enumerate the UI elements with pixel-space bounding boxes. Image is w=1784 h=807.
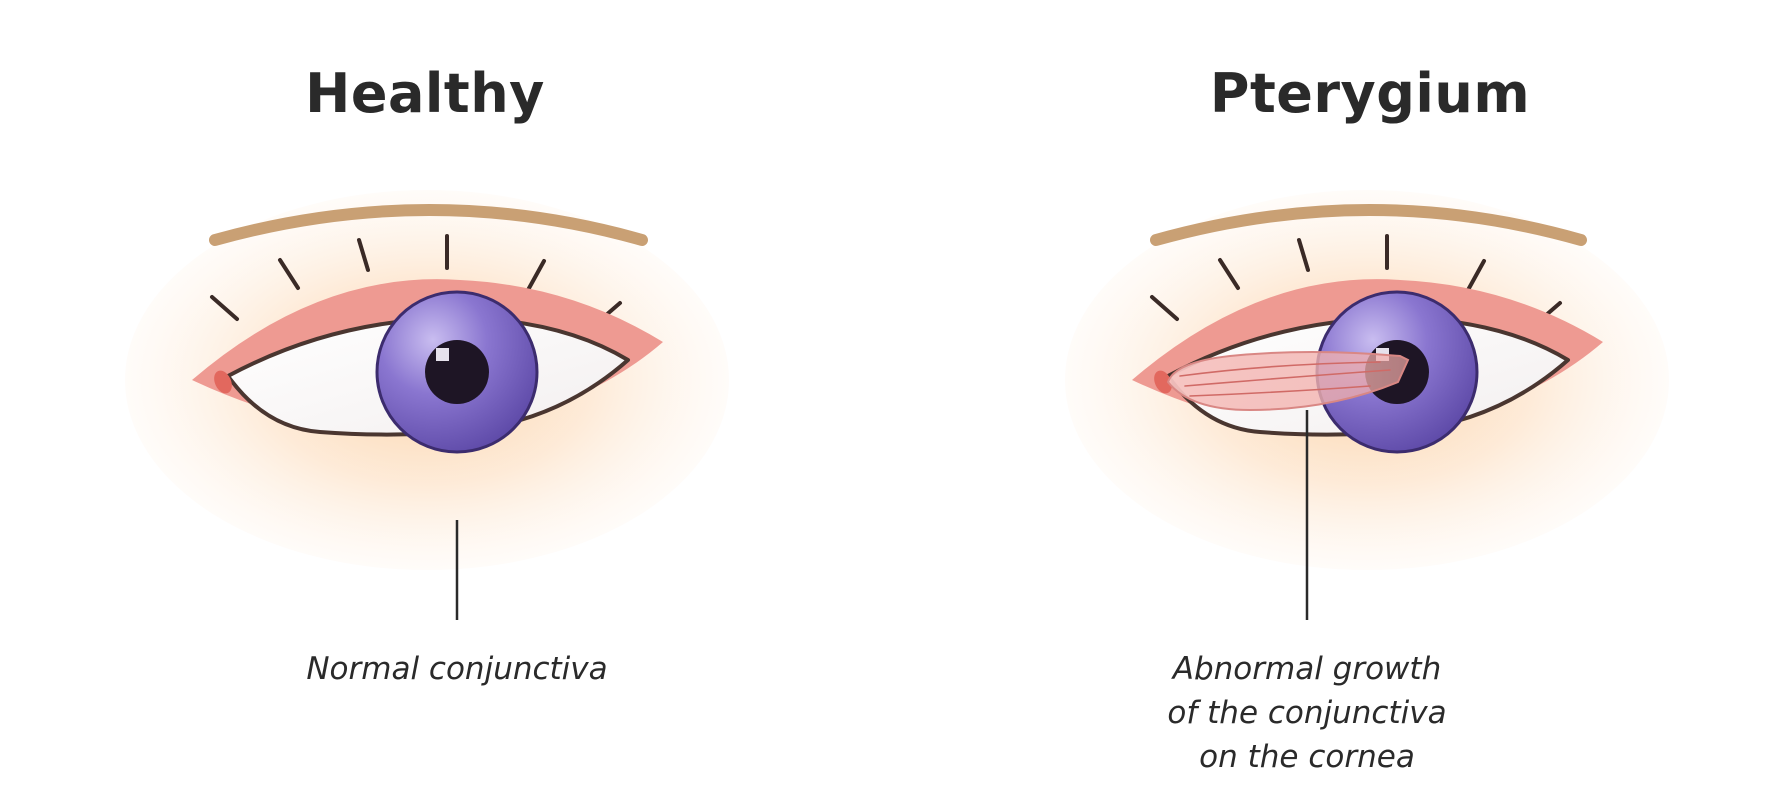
pterygium-title: Pterygium bbox=[1209, 62, 1531, 125]
pterygium-caption: Abnormal growth of the conjunctiva on th… bbox=[1107, 647, 1507, 779]
healthy-title: Healthy bbox=[305, 62, 545, 125]
caption-line: Abnormal growth bbox=[1172, 651, 1442, 687]
caption-line: on the cornea bbox=[1199, 739, 1415, 775]
eye-highlight bbox=[436, 348, 449, 361]
tear-duct bbox=[214, 370, 232, 394]
pterygium-growth bbox=[1166, 351, 1410, 412]
healthy-caption: Normal conjunctiva bbox=[257, 647, 657, 691]
tear-duct bbox=[1154, 370, 1172, 394]
caption-line: Normal conjunctiva bbox=[306, 651, 608, 687]
healthy-eye bbox=[125, 190, 729, 620]
eyebrow bbox=[1150, 204, 1587, 246]
pterygium-vessels bbox=[1179, 361, 1391, 397]
pterygium-eye bbox=[1065, 190, 1669, 620]
caption-line: of the conjunctiva bbox=[1167, 695, 1447, 731]
pupil bbox=[425, 340, 489, 404]
eyebrow bbox=[209, 204, 648, 246]
eyelashes bbox=[210, 234, 622, 324]
